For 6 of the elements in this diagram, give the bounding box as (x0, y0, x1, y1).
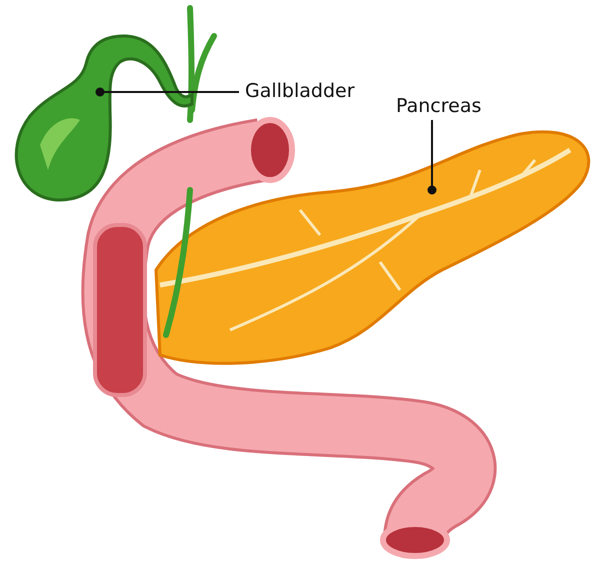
leader-line (428, 120, 436, 194)
gallbladder-drawing (14, 34, 194, 202)
part-label: Gallbladder (245, 80, 355, 102)
pancreas-drawing (154, 130, 590, 365)
leader-line (96, 88, 239, 96)
part-label: Pancreas (396, 95, 482, 117)
